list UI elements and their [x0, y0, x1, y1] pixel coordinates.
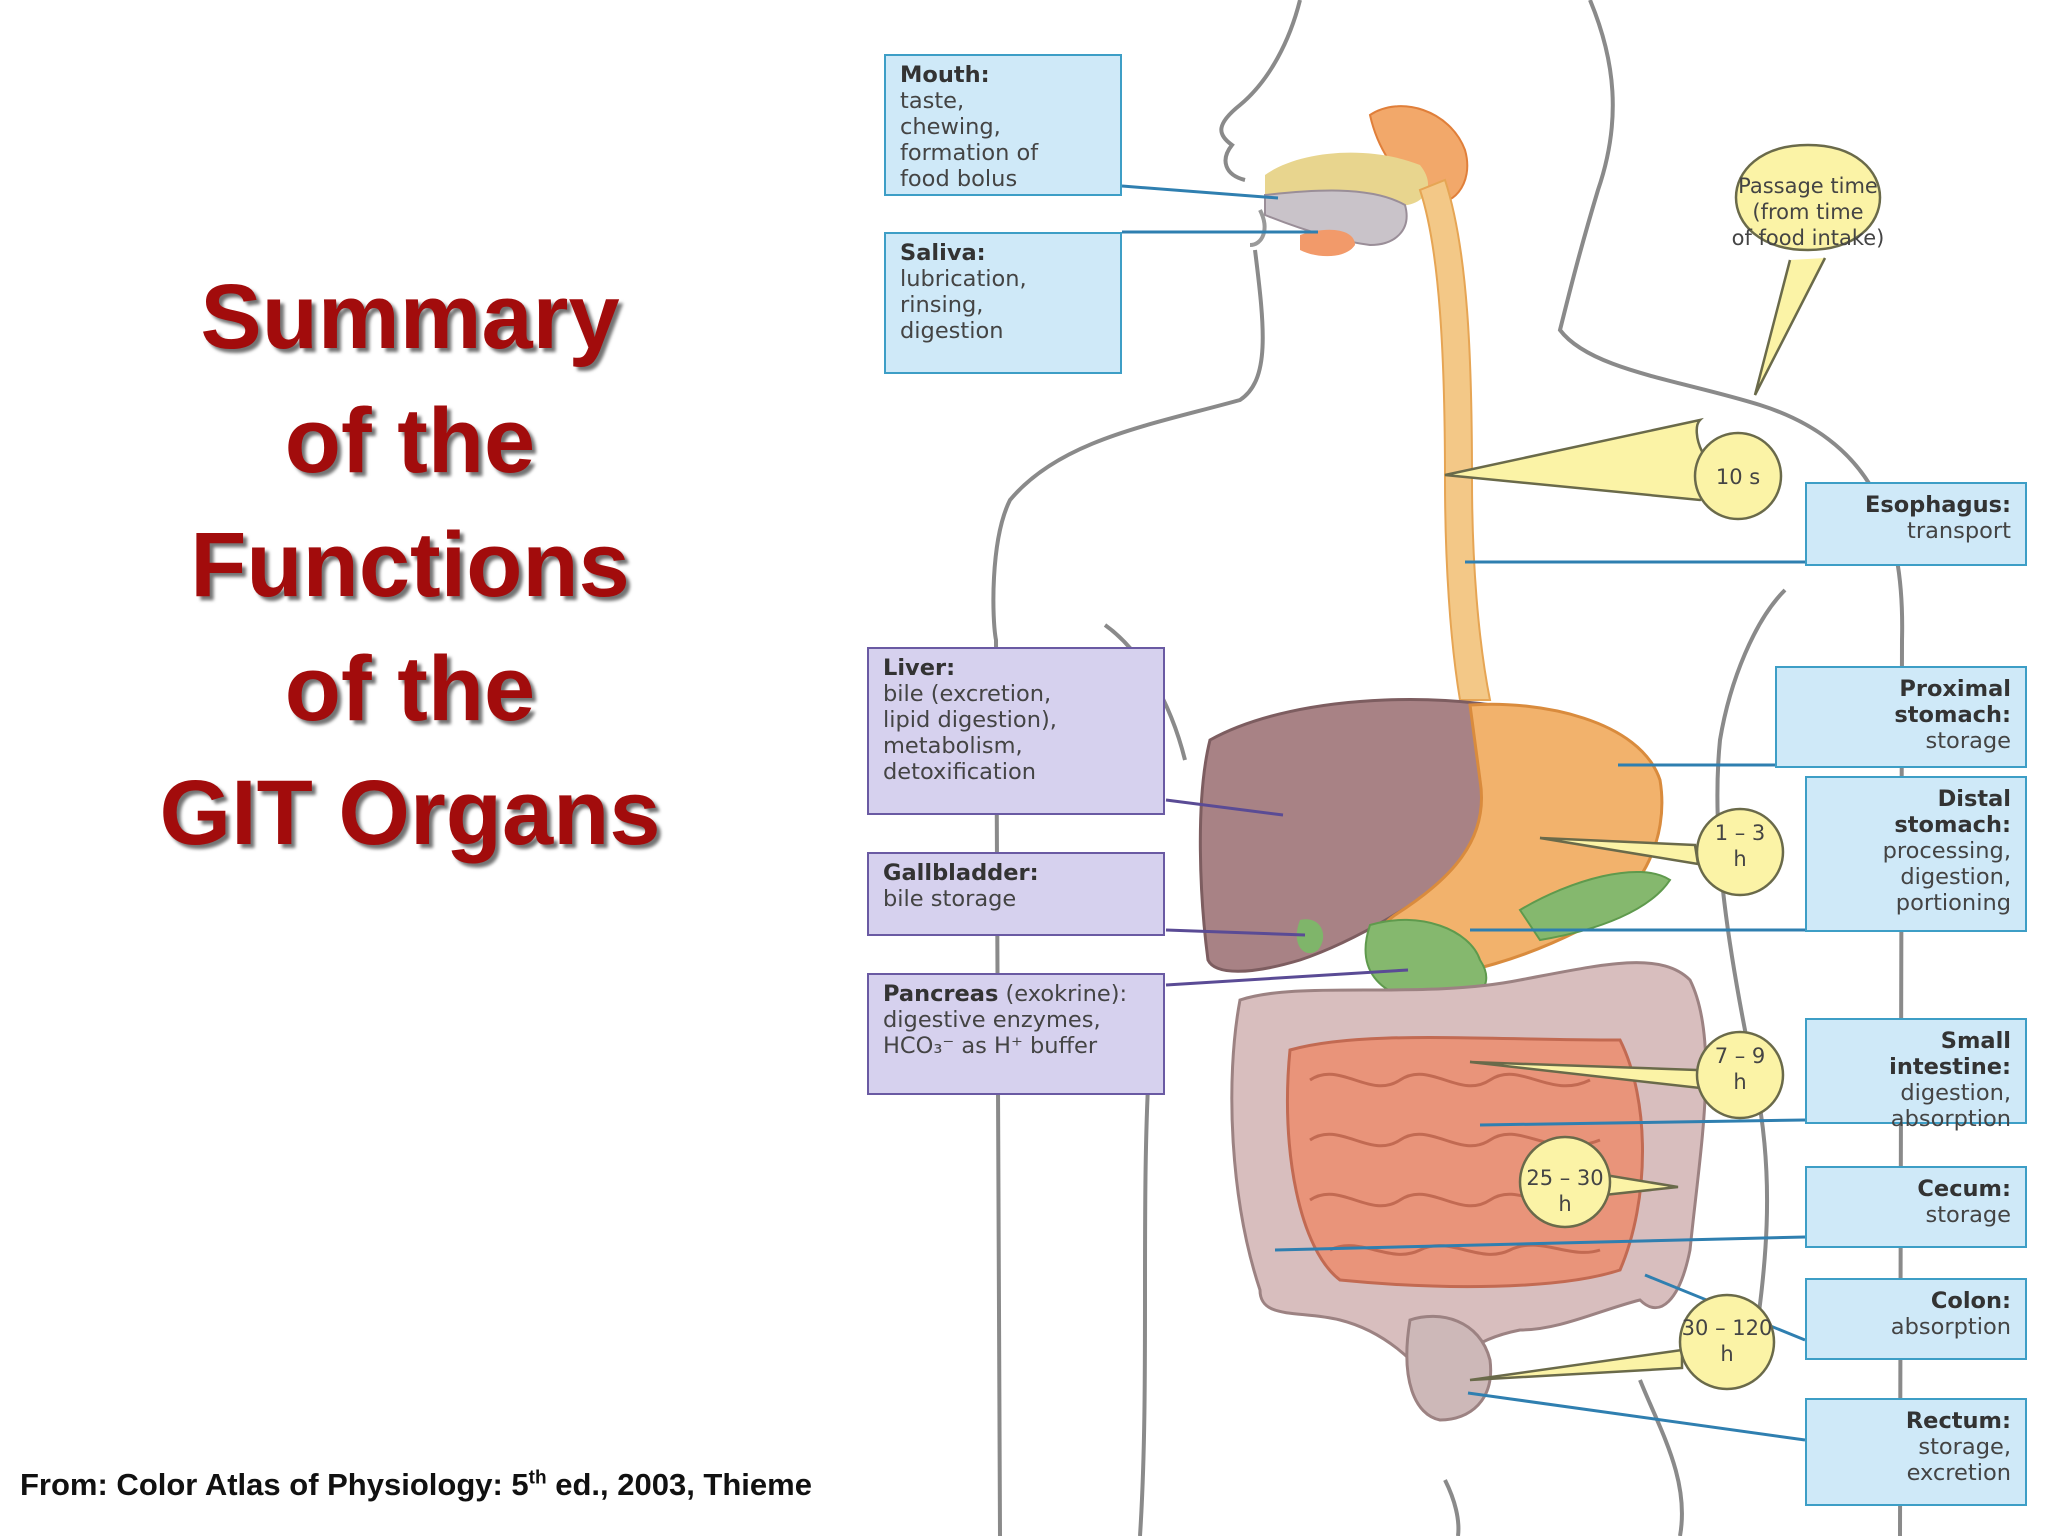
label-line: digestion,: [1900, 864, 2011, 890]
label-line: bile (excretion,: [883, 681, 1052, 707]
distal-stomach-heading: Distal stomach:: [1894, 786, 2011, 838]
title-line: of the: [284, 638, 536, 740]
label-line: HCO₃⁻ as H⁺ buffer: [883, 1033, 1098, 1059]
cecum-time-unit: h: [1558, 1192, 1571, 1216]
gallbladder-heading: Gallbladder:: [883, 860, 1039, 886]
esophagus-organ: [1418, 178, 1492, 701]
colon-time-unit: h: [1720, 1342, 1733, 1366]
passage-time-bubbles: [1444, 143, 1882, 1391]
mouth-organ: [1249, 105, 1469, 257]
stomach-time-bubble: [1695, 807, 1785, 897]
label-line: transport: [1907, 518, 2011, 544]
label-line: digestion,: [1900, 1080, 2011, 1106]
cecum-label: Cecum: storage: [1805, 1166, 2027, 1248]
credit-text: From: Color Atlas of Physiology: 5: [20, 1467, 529, 1502]
small-intestine-label: Small intestine: digestion, absorption: [1805, 1018, 2027, 1132]
label-line: storage,: [1918, 1434, 2011, 1460]
small-intestine-time-value: 7 – 9: [1715, 1044, 1766, 1068]
liver-heading: Liver:: [883, 655, 956, 681]
colon-time-value: 30 – 120: [1682, 1316, 1773, 1340]
passage-header-line: (from time: [1752, 200, 1863, 224]
cecum-time-value: 25 – 30: [1526, 1166, 1603, 1190]
label-line: metabolism,: [883, 733, 1023, 759]
stomach-time-unit: h: [1733, 847, 1746, 871]
label-line: lipid digestion),: [883, 707, 1057, 733]
passage-time-header-bubble: [1734, 143, 1882, 396]
label-line: formation of: [900, 140, 1039, 166]
slide-title: Summary of the Functions of the GIT Orga…: [60, 255, 760, 875]
label-line: excretion: [1906, 1460, 2011, 1486]
small-intestine-heading: Small intestine:: [1889, 1028, 2011, 1080]
saliva-heading: Saliva:: [900, 240, 986, 266]
passage-header-line: of food intake): [1732, 226, 1885, 250]
label-line: processing,: [1882, 838, 2011, 864]
rectum-label: Rectum: storage, excretion: [1805, 1398, 2027, 1506]
mouth-heading: Mouth:: [900, 62, 990, 88]
label-line: rinsing,: [900, 292, 984, 318]
leader-lines: [1121, 184, 1806, 1442]
saliva-label: Saliva: lubrication, rinsing, digestion: [884, 232, 1122, 374]
label-line: lubrication,: [900, 266, 1027, 292]
title-line: GIT Organs: [159, 762, 661, 864]
label-line: food bolus: [900, 166, 1018, 192]
label-line: storage: [1925, 1202, 2011, 1228]
credit-text-end: ed., 2003, Thieme: [546, 1467, 812, 1502]
title-line: Functions: [190, 514, 630, 616]
passage-time-labels: Passage time (from time of food intake) …: [1526, 174, 1884, 1366]
colon-heading: Colon:: [1930, 1288, 2011, 1314]
rectum-heading: Rectum:: [1905, 1408, 2011, 1434]
label-line: absorption: [1890, 1106, 2011, 1132]
proximal-stomach-label: Proximal stomach: storage: [1775, 666, 2027, 768]
esophagus-time-pointer: [1444, 417, 1743, 502]
pancreas-label: Pancreas (exokrine): digestive enzymes, …: [867, 973, 1165, 1095]
label-line: digestion: [900, 318, 1004, 344]
gallbladder-organ: [1296, 919, 1324, 954]
pancreas-heading: Pancreas: [883, 981, 999, 1007]
source-credit: From: Color Atlas of Physiology: 5th ed.…: [20, 1467, 812, 1503]
credit-superscript: th: [528, 1467, 547, 1489]
colon-label: Colon: absorption: [1805, 1278, 2027, 1360]
distal-stomach-label: Distal stomach: processing, digestion, p…: [1805, 776, 2027, 932]
label-line: bile storage: [883, 886, 1017, 912]
label-line: storage: [1925, 728, 2011, 754]
proximal-stomach-heading: Proximal stomach:: [1894, 676, 2011, 728]
label-line: taste,: [900, 88, 965, 114]
small-intestine-time-bubble: [1695, 1030, 1785, 1120]
liver-label: Liver: bile (excretion, lipid digestion)…: [867, 647, 1165, 815]
cecum-time-bubble: [1518, 1135, 1612, 1229]
colon-time-bubble: [1678, 1293, 1776, 1391]
esophagus-heading: Esophagus:: [1864, 492, 2011, 518]
title-line: of the: [284, 390, 536, 492]
esophagus-time-value: 10 s: [1716, 465, 1760, 489]
cecum-heading: Cecum:: [1917, 1176, 2011, 1202]
mouth-label: Mouth: taste, chewing, formation of food…: [884, 54, 1122, 196]
esophagus-time-bubble: [1693, 431, 1783, 521]
label-line: chewing,: [900, 114, 1001, 140]
label-line: portioning: [1895, 890, 2011, 916]
passage-header-line: Passage time: [1738, 174, 1878, 198]
label-line: absorption: [1890, 1314, 2011, 1340]
esophagus-label: Esophagus: transport: [1805, 482, 2027, 566]
small-intestine-time-unit: h: [1733, 1070, 1746, 1094]
label-line: detoxification: [883, 759, 1037, 785]
stomach-time-value: 1 – 3: [1715, 821, 1766, 845]
title-line: Summary: [200, 266, 620, 368]
intestine-loops: [1309, 1072, 1601, 1256]
purple-leader-lines: [1165, 798, 1409, 987]
label-line: digestive enzymes,: [883, 1007, 1101, 1033]
gallbladder-label: Gallbladder: bile storage: [867, 852, 1165, 936]
pancreas-heading-rest: (exokrine):: [998, 981, 1128, 1007]
